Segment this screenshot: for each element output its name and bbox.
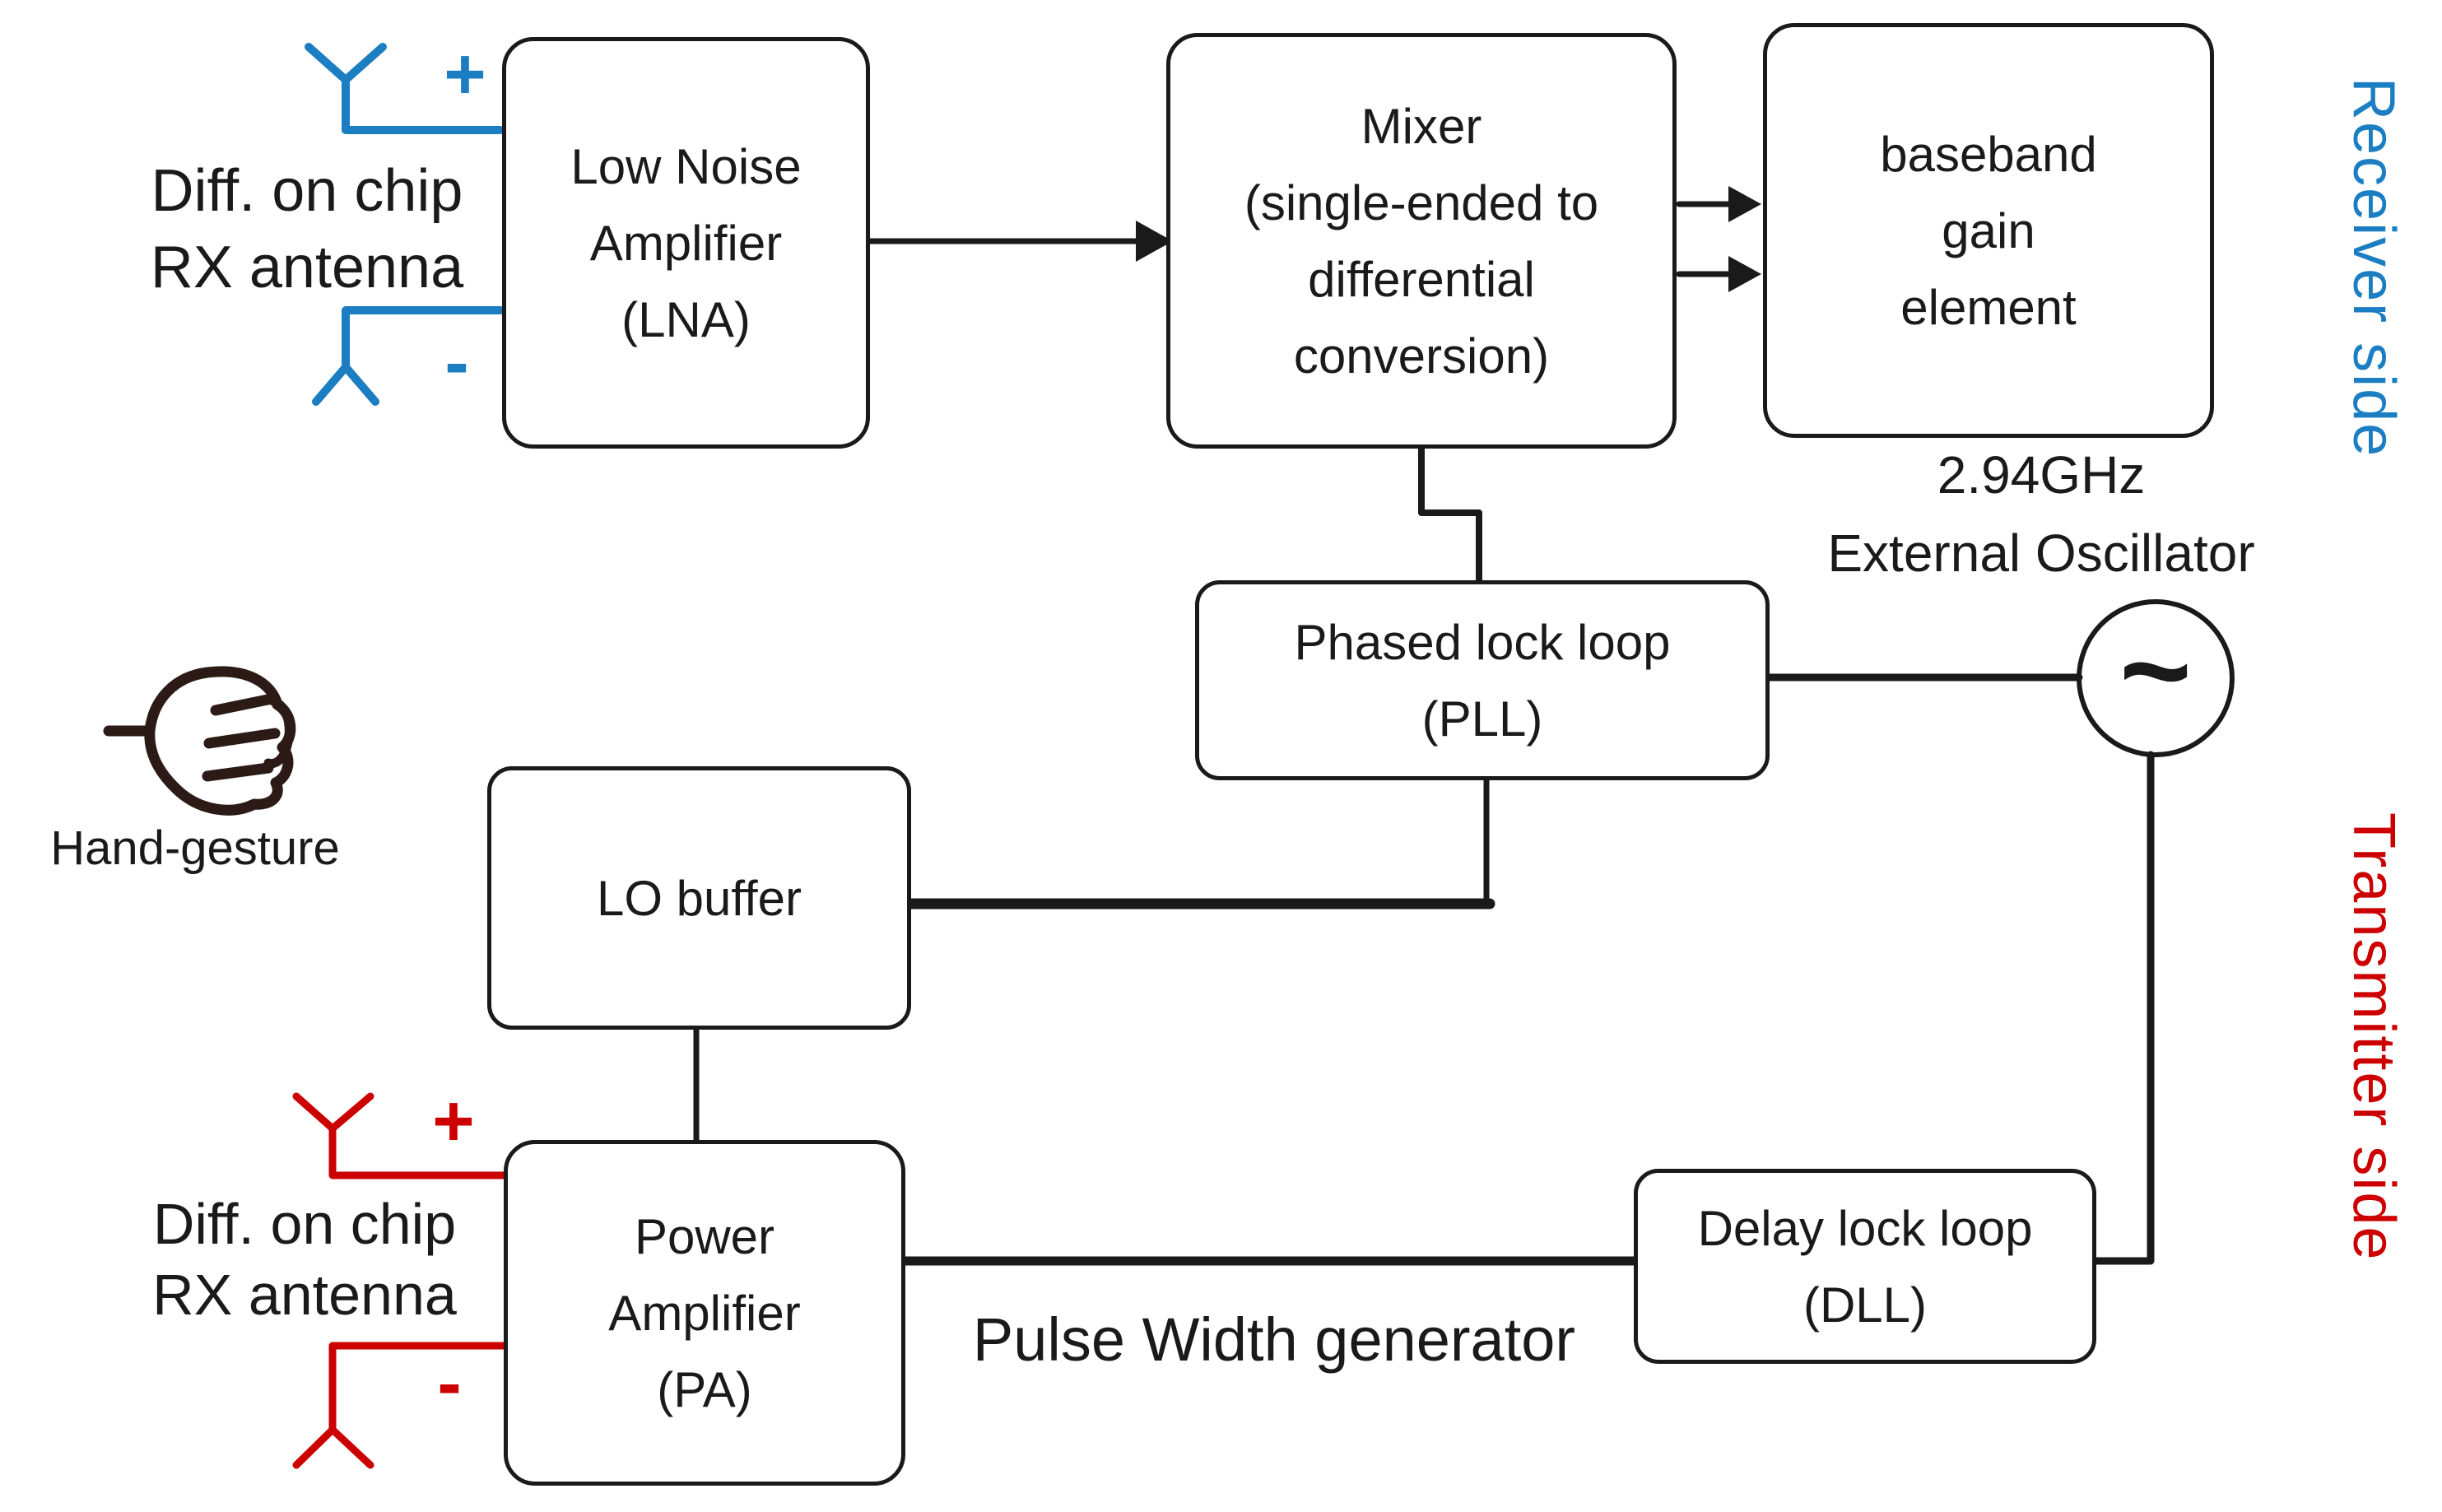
oscillator-sine-symbol: ~	[2119, 600, 2192, 739]
block-label-line: baseband	[1880, 126, 2097, 182]
rx-plus-sign: +	[444, 33, 486, 114]
block-pll: Phased lock loop (PLL)	[1195, 580, 1770, 780]
block-lna: Low Noise Amplifier (LNA)	[502, 37, 870, 449]
tx-minus-sign: -	[437, 1342, 462, 1423]
block-label-line: conversion)	[1293, 328, 1550, 384]
mixer-to-pll-connector	[1418, 445, 1482, 584]
tx-antenna-label-line1: Diff. on chip	[152, 1192, 457, 1256]
block-label-line: (LNA)	[621, 291, 751, 347]
tx-plus-sign: +	[432, 1080, 475, 1161]
tx-antenna-plus-icon	[292, 1092, 508, 1179]
block-label-line: Amplifier	[608, 1285, 801, 1341]
block-label-line: Low Noise	[570, 138, 802, 194]
block-label-line: Delay lock loop	[1697, 1200, 2033, 1256]
mixer-to-baseband-arrowhead1-icon	[1728, 186, 1761, 222]
block-mixer: Mixer (single-ended to differential conv…	[1166, 33, 1677, 449]
rx-antenna-minus-icon	[312, 306, 505, 406]
block-label-line: Power	[634, 1208, 775, 1264]
pulse-width-generator-label: Pulse Width generator	[972, 1305, 1576, 1374]
block-pa: Power Amplifier (PA)	[504, 1140, 905, 1486]
block-label-line: Phased lock loop	[1294, 614, 1671, 670]
lna-to-mixer-arrowhead-icon	[1136, 221, 1173, 262]
block-baseband-gain: baseband gain element	[1763, 23, 2214, 438]
rx-antenna-label-line1: Diff. on chip	[151, 158, 463, 224]
tx-antenna-label-line2: RX antenna	[152, 1263, 457, 1327]
transmitter-side-label: Transmitter side	[2341, 812, 2407, 1262]
external-oscillator-label: 2.94GHz External Oscillator	[1753, 436, 2329, 593]
block-label-line: gain	[1942, 202, 2035, 258]
block-label-line: differential	[1308, 251, 1535, 307]
external-oscillator-icon	[2077, 599, 2235, 757]
block-label-line: element	[1900, 279, 2077, 335]
block-lo-buffer: LO buffer	[487, 766, 911, 1030]
block-label-line: (DLL)	[1802, 1277, 1928, 1333]
rx-minus-sign: -	[444, 321, 469, 402]
block-label-line: LO buffer	[596, 870, 802, 926]
hand-gesture-label: Hand-gesture	[50, 821, 340, 875]
rx-antenna-plus-icon	[305, 43, 505, 134]
dll-to-oscillator-connector	[2092, 751, 2155, 1265]
rx-antenna-label-line2: RX antenna	[150, 235, 464, 300]
block-label-line: (single-ended to	[1244, 174, 1599, 230]
block-label-line: Amplifier	[589, 215, 783, 271]
block-label-line: Mixer	[1361, 98, 1482, 154]
fist-icon	[103, 666, 296, 816]
tx-antenna-label: Diff. on chip RX antenna	[33, 1189, 576, 1330]
receiver-side-label: Receiver side	[2341, 77, 2407, 458]
rx-antenna-label: Diff. on chip RX antenna	[33, 153, 581, 306]
block-label-line: (PLL)	[1421, 691, 1543, 747]
oscillator-frequency: 2.94GHz	[1937, 445, 2146, 505]
tx-antenna-minus-icon	[292, 1342, 508, 1469]
block-label-line: (PA)	[657, 1361, 752, 1417]
oscillator-name: External Oscillator	[1827, 523, 2255, 583]
mixer-to-baseband-arrowhead2-icon	[1728, 256, 1761, 292]
block-dll: Delay lock loop (DLL)	[1634, 1169, 2096, 1364]
